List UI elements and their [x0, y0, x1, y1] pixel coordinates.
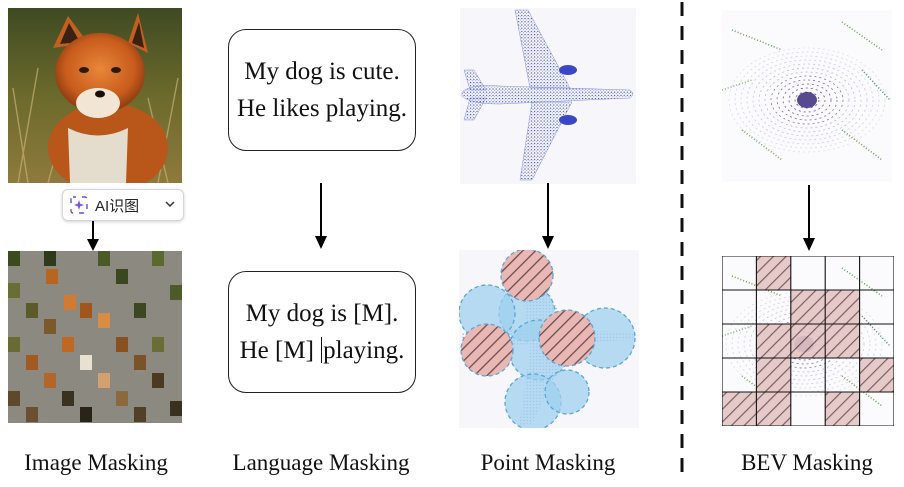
lidar-ring: [788, 87, 826, 113]
masked-bev-grid: [722, 256, 894, 426]
original-line-2: He likes playing.: [236, 95, 408, 122]
point-arrow: [542, 183, 554, 249]
caption-point-masking: Point Masking: [480, 450, 616, 475]
lidar-streak: [722, 325, 753, 337]
visible-patch: [80, 407, 92, 422]
image-arrow: [87, 221, 99, 251]
caption-bev-masking: BEV Masking: [741, 450, 873, 475]
masked-airplane-point-cloud: [459, 250, 639, 428]
airplane-point-cloud: [460, 8, 636, 184]
dashed-divider: [680, 2, 684, 472]
visible-patch: [8, 337, 20, 352]
masked-fox-photo: [8, 251, 182, 423]
lidar-ring: [743, 303, 865, 385]
visible-patch: [134, 303, 146, 318]
lidar-ring: [776, 79, 838, 121]
masked-line-2-part-a: He [M]: [239, 337, 321, 364]
visible-patch: [98, 373, 110, 388]
visible-patch: [152, 337, 164, 352]
original-sentence-box: My dog is cute. He likes playing.: [228, 29, 416, 151]
lidar-streak: [841, 21, 883, 51]
visible-patch: [26, 355, 38, 370]
lidar-ring: [770, 75, 844, 125]
lidar-ring: [758, 67, 856, 133]
lidar-ring: [752, 63, 862, 137]
lidar-ring: [782, 83, 832, 117]
masked-cell: [756, 324, 791, 358]
masked-line-1: My dog is [M].: [245, 300, 399, 327]
lidar-streak: [861, 69, 891, 101]
visible-patch: [62, 337, 74, 352]
masked-cell: [756, 358, 791, 392]
language-arrow: [315, 183, 327, 249]
chevron-down-icon: [165, 199, 175, 211]
visible-patch: [44, 373, 56, 388]
lidar-ring: [746, 59, 868, 141]
ego-vehicle: [797, 92, 817, 108]
visible-patch: [8, 283, 20, 298]
visible-patch: [8, 251, 20, 266]
ai-recognize-label: AI识图: [95, 197, 140, 215]
text-cursor: [321, 337, 323, 363]
bev-arrow: [803, 185, 815, 251]
lidar-ring: [734, 51, 880, 149]
visible-patch: [80, 303, 92, 318]
lidar-streak: [722, 79, 753, 91]
visible-patch: [134, 355, 146, 370]
visible-patch: [152, 251, 164, 266]
visible-patch: [98, 313, 110, 328]
masked-cell: [859, 358, 894, 392]
ai-recognize-button[interactable]: AI识图: [62, 189, 184, 221]
masked-cell: [825, 324, 860, 358]
lidar-point-cloud: [722, 10, 892, 182]
masked-cell: [825, 392, 860, 426]
visible-patch: [80, 355, 92, 370]
masked-cell: [790, 324, 826, 358]
visible-patch: [116, 337, 128, 352]
visible-patch: [152, 373, 164, 388]
visible-patch: [98, 251, 110, 266]
fox-photo: [8, 8, 182, 183]
visible-patch: [64, 295, 76, 310]
masked-line-2: He [M] playing.: [239, 332, 405, 369]
visible-patch: [134, 407, 146, 422]
lidar-ring: [740, 55, 874, 145]
visible-patch: [26, 303, 38, 318]
masked-cell: [722, 392, 757, 426]
lidar-streak: [841, 267, 883, 297]
lidar-streak: [861, 315, 891, 347]
visible-patch: [170, 401, 182, 416]
visible-patch: [46, 269, 58, 284]
visible-patch: [26, 407, 38, 422]
caption-image-masking: Image Masking: [24, 450, 168, 475]
masked-cell: [825, 290, 860, 324]
lidar-ring: [764, 71, 850, 129]
visible-patch: [116, 269, 128, 284]
lidar-streak: [841, 129, 883, 161]
lidar-ring: [728, 47, 886, 153]
original-line-1: My dog is cute.: [244, 58, 400, 85]
visible-patch: [116, 391, 128, 406]
caption-language-masking: Language Masking: [232, 450, 410, 475]
ai-sparkle-icon: [69, 195, 89, 215]
visible-patch: [44, 319, 56, 334]
visible-patch: [44, 251, 56, 266]
visible-patch: [62, 391, 74, 406]
lidar-streak: [741, 129, 783, 161]
masked-cell: [790, 290, 826, 324]
masked-line-2-part-b: playing.: [323, 337, 405, 364]
visible-patch: [8, 391, 20, 406]
lidar-ring: [725, 291, 883, 397]
masked-cell: [756, 256, 791, 290]
masked-sentence-box: My dog is [M]. He [M] playing.: [228, 271, 416, 393]
visible-patch: [170, 285, 182, 300]
masked-cell: [756, 392, 791, 426]
